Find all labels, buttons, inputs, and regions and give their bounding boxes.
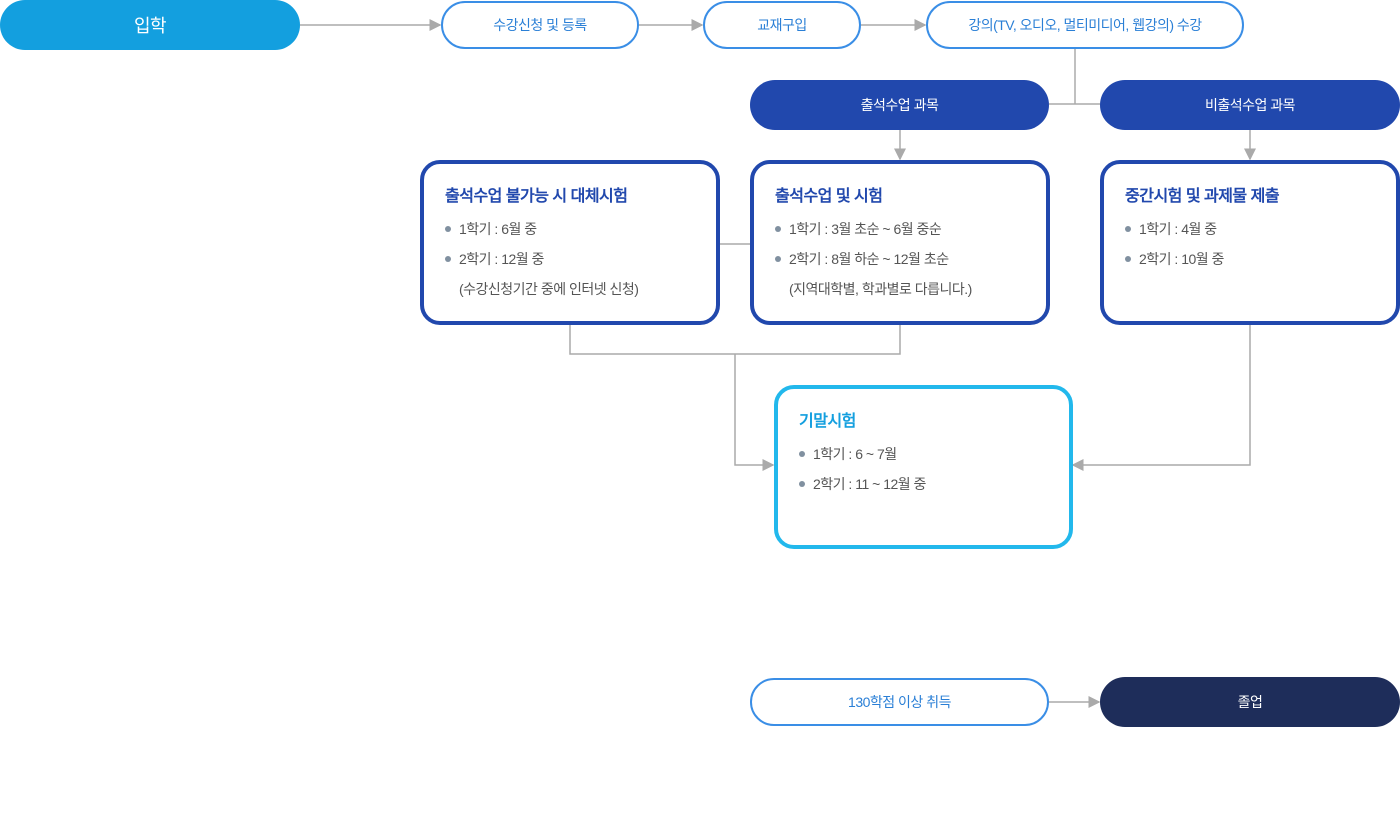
- textbook-step: 교재구입: [703, 1, 861, 49]
- final-exam-box: 기말시험 1학기 : 6 ~ 7월 2학기 : 11 ~ 12월 중: [774, 385, 1073, 549]
- list-item: 2학기 : 12월 중: [445, 244, 716, 274]
- alt-exam-box: 출석수업 불가능 시 대체시험 1학기 : 6월 중 2학기 : 12월 중 (…: [420, 160, 720, 325]
- list-item: 1학기 : 3월 초순 ~ 6월 중순: [775, 214, 1046, 244]
- box-title: 중간시험 및 과제물 제출: [1125, 188, 1280, 205]
- list-item: 2학기 : 10월 중: [1125, 244, 1396, 274]
- list-item: 2학기 : 11 ~ 12월 중: [799, 469, 1069, 499]
- credits-step: 130학점 이상 취득: [750, 678, 1049, 726]
- graduation-step: 졸업: [1100, 677, 1400, 727]
- note: (수강신청기간 중에 인터넷 신청): [459, 281, 639, 297]
- note: (지역대학별, 학과별로 다릅니다.): [789, 281, 972, 297]
- registration-step: 수강신청 및 등록: [441, 1, 639, 49]
- list-item: 1학기 : 4월 중: [1125, 214, 1396, 244]
- midterm-box: 중간시험 및 과제물 제출 1학기 : 4월 중 2학기 : 10월 중: [1100, 160, 1400, 325]
- attend-course-step: 출석수업 과목: [750, 80, 1049, 130]
- list-item: 2학기 : 8월 하순 ~ 12월 초순: [775, 244, 1046, 274]
- attend-exam-box: 출석수업 및 시험 1학기 : 3월 초순 ~ 6월 중순 2학기 : 8월 하…: [750, 160, 1050, 325]
- box-title: 출석수업 및 시험: [775, 188, 883, 205]
- list-item: 1학기 : 6 ~ 7월: [799, 439, 1069, 469]
- nonattend-course-step: 비출석수업 과목: [1100, 80, 1400, 130]
- list-item: 1학기 : 6월 중: [445, 214, 716, 244]
- admission-step: 입학: [0, 0, 300, 50]
- box-title: 출석수업 불가능 시 대체시험: [445, 188, 628, 205]
- box-title: 기말시험: [799, 413, 856, 430]
- lecture-step: 강의(TV, 오디오, 멀티미디어, 웹강의) 수강: [926, 1, 1244, 49]
